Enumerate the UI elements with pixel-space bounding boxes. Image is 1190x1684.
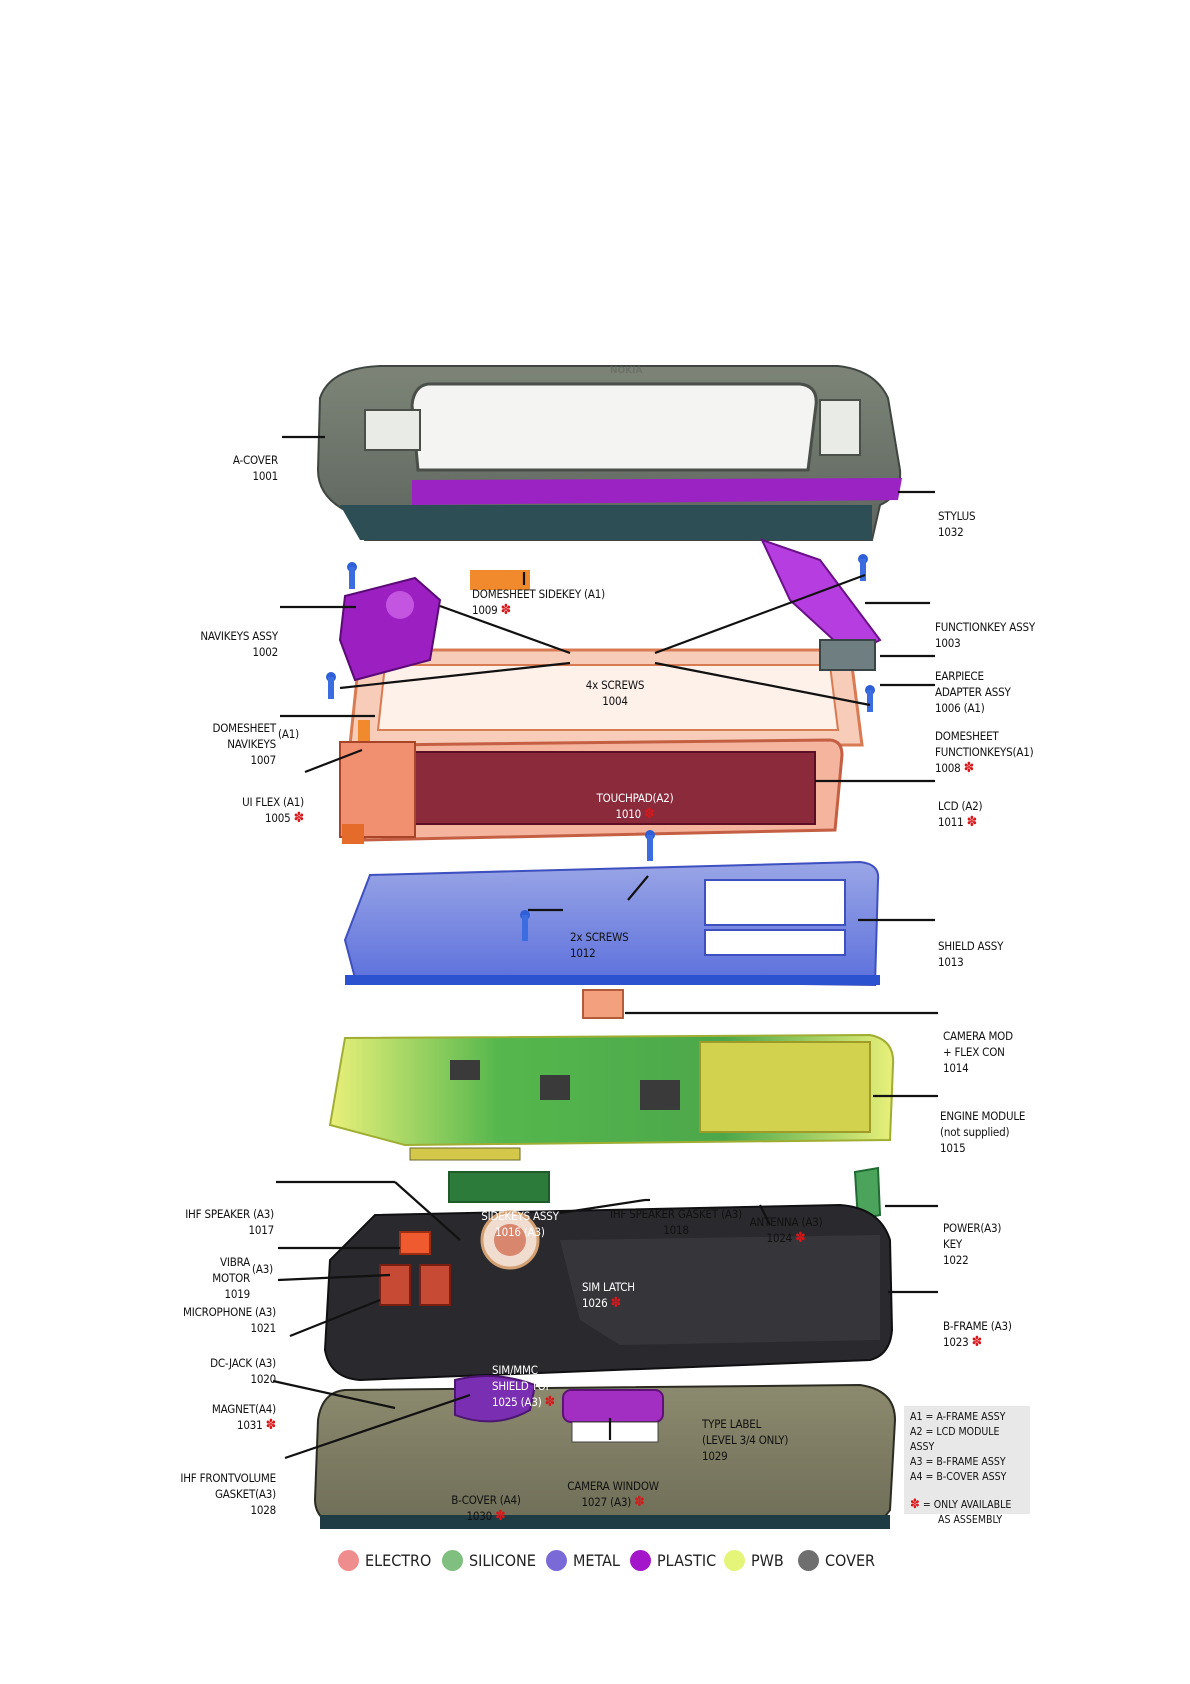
shield-assy-part bbox=[343, 830, 880, 987]
metal-swatch bbox=[546, 1549, 567, 1571]
label-touchpad: TOUCHPAD(A2)1010 ✽ bbox=[596, 791, 674, 822]
label-microphone: MICROPHONE (A3)1021 bbox=[183, 1305, 276, 1335]
legend-electro: ELECTRO bbox=[338, 1548, 431, 1572]
label-domesheet-navikeys-a1: (A1) bbox=[278, 727, 299, 741]
a-cover-part: NOKIA bbox=[316, 365, 902, 541]
label-magnet: MAGNET(A4)1031 ✽ bbox=[211, 1402, 276, 1433]
assembly-legend-a2: A2 = LCD MODULE ASSY bbox=[910, 1426, 1000, 1453]
label-antenna: ANTENNA (A3)1024 ✽ bbox=[749, 1215, 823, 1246]
assembly-legend-star-note-2: AS ASSEMBLY bbox=[938, 1514, 1003, 1526]
label-ihf-speaker: IHF SPEAKER (A3)1017 bbox=[185, 1207, 274, 1237]
label-ui-flex: UI FLEX (A1)1005 ✽ bbox=[242, 795, 304, 826]
legend-plastic: PLASTIC bbox=[630, 1548, 716, 1572]
assembly-legend: A1 = A-FRAME ASSY A2 = LCD MODULE ASSY A… bbox=[904, 1406, 1030, 1526]
label-domesheet-sidekey: DOMESHEET SIDEKEY (A1)1009 ✽ bbox=[472, 587, 605, 618]
legend-silicone: SILICONE bbox=[442, 1548, 536, 1572]
legend-cover: COVER bbox=[798, 1548, 875, 1572]
silicone-swatch bbox=[442, 1549, 463, 1571]
assembly-legend-a4: A4 = B-COVER ASSY bbox=[910, 1471, 1007, 1483]
label-dc-jack: DC-JACK (A3)1020 bbox=[210, 1356, 276, 1386]
b-cover-part bbox=[313, 1375, 897, 1529]
label-ihf-speaker-gasket: IHF SPEAKER GASKET (A3)1018 bbox=[610, 1207, 742, 1237]
nokia-logo: NOKIA bbox=[610, 366, 643, 376]
cover-swatch bbox=[798, 1549, 819, 1571]
assembly-legend-star-note: ✽ = ONLY AVAILABLE bbox=[910, 1497, 1012, 1512]
label-lcd: LCD (A2)1011 ✽ bbox=[938, 799, 983, 830]
plastic-swatch bbox=[630, 1549, 651, 1571]
assembly-legend-a1: A1 = A-FRAME ASSY bbox=[910, 1411, 1006, 1423]
electro-swatch bbox=[338, 1549, 359, 1571]
engine-module-part bbox=[328, 989, 895, 1161]
label-type-label: TYPE LABEL(LEVEL 3/4 ONLY)1029 bbox=[702, 1417, 789, 1463]
label-b-cover: B-COVER (A4)1030 ✽ bbox=[451, 1493, 521, 1524]
assembly-legend-a3: A3 = B-FRAME ASSY bbox=[910, 1456, 1006, 1468]
legend-pwb: PWB bbox=[724, 1548, 784, 1572]
pwb-swatch bbox=[724, 1549, 745, 1571]
label-engine-module: ENGINE MODULE(not supplied)1015 bbox=[940, 1109, 1026, 1155]
lcd-module-part bbox=[339, 738, 844, 844]
b-frame-assy-part bbox=[323, 1166, 894, 1382]
leader-lines bbox=[272, 435, 938, 1460]
label-vibra-motor-a3: (A3) bbox=[252, 1262, 273, 1276]
legend-metal: METAL bbox=[546, 1548, 620, 1572]
label-b-frame: B-FRAME (A3)1023 ✽ bbox=[943, 1319, 1012, 1350]
